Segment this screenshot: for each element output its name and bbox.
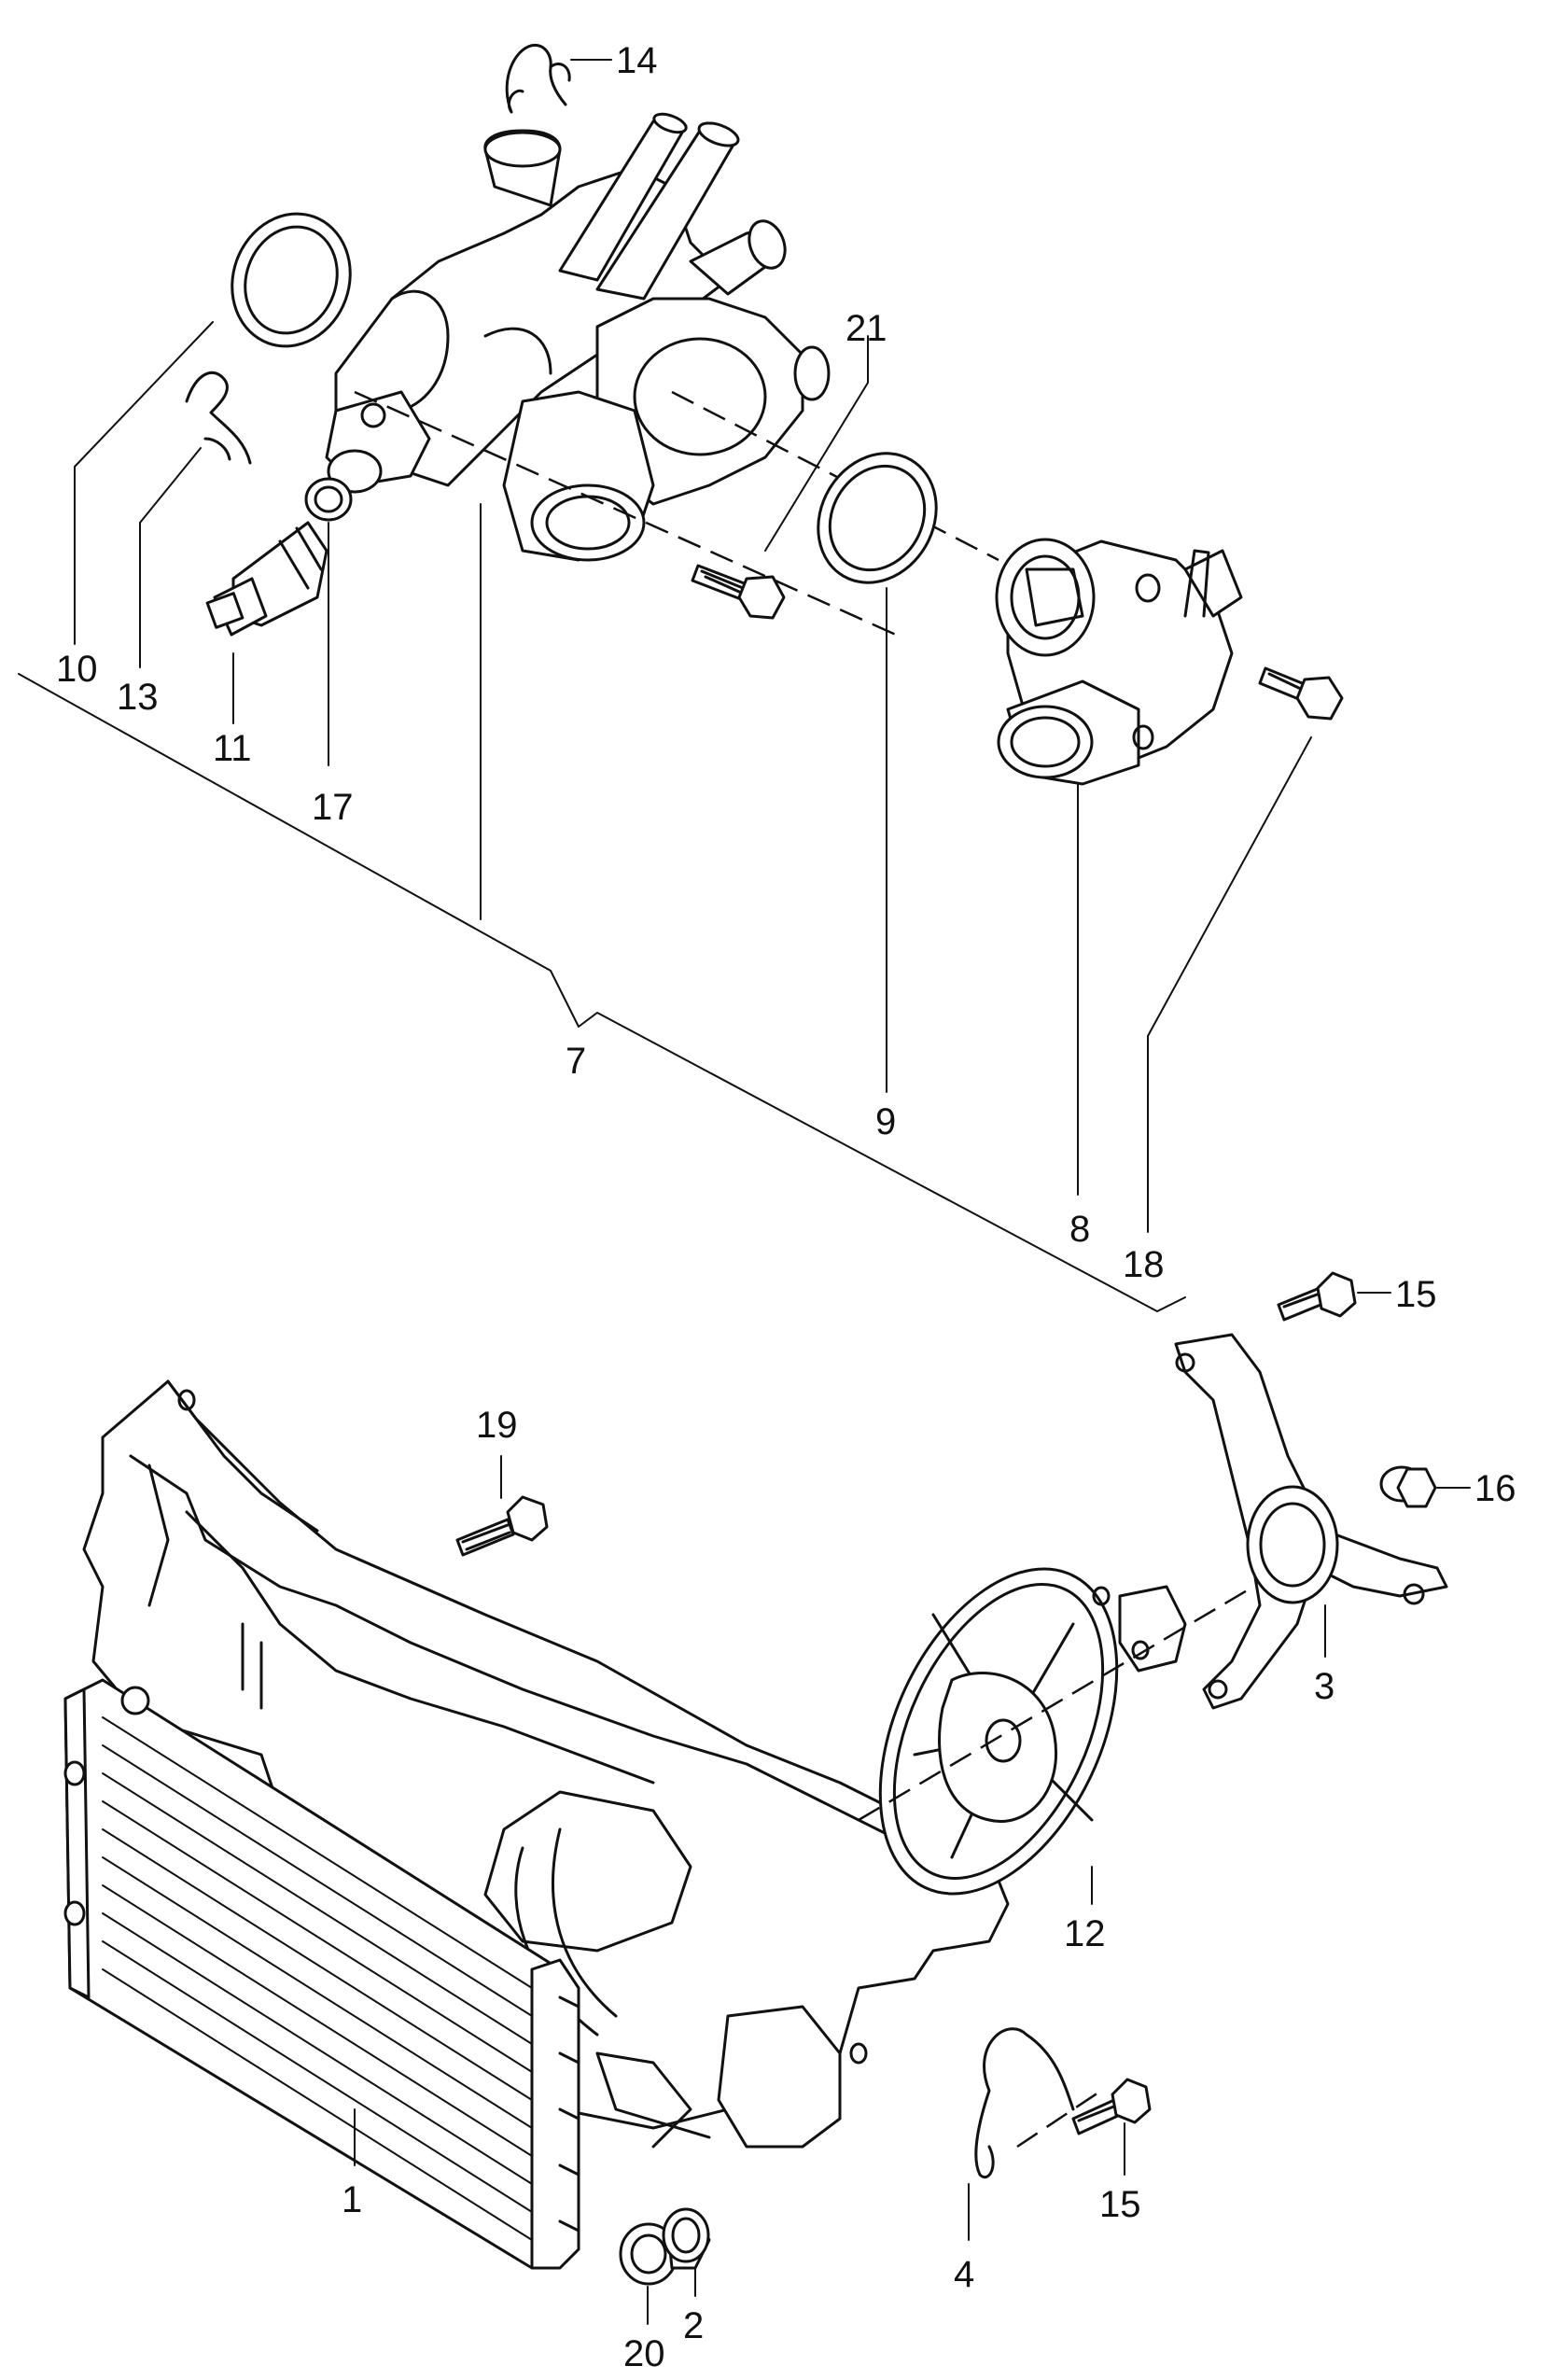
clip-13 [185,371,252,465]
front-carrier [82,1379,1010,2130]
label-11: 11 [213,728,252,769]
label-4: 4 [954,2254,974,2295]
bolt-15-lower [1071,2078,1152,2135]
label-15-lower: 15 [1099,2184,1141,2225]
label-18: 18 [1123,1244,1165,1285]
clip-14 [505,44,571,114]
bolt-19 [455,1495,549,1557]
label-19: 19 [476,1405,518,1446]
label-17: 17 [312,787,354,828]
label-2: 2 [683,2305,704,2346]
bolt-21 [691,564,786,620]
label-20: 20 [623,2333,665,2374]
label-10: 10 [56,649,98,690]
label-9: 9 [875,1101,896,1142]
drain-plug-2 [662,2207,711,2270]
fan-12 [878,1567,1187,1896]
label-13: 13 [117,677,159,718]
label-3: 3 [1314,1666,1334,1707]
coolant-flange-assembly [18,44,1344,1312]
seal-ring-17 [304,477,353,522]
label-15-upper: 15 [1395,1274,1437,1315]
label-8: 8 [1069,1209,1090,1250]
radiator-fan-assembly [63,1271,1471,2325]
label-14: 14 [616,40,658,81]
part-labels: 14 21 10 13 11 17 7 9 8 18 15 19 16 3 12… [56,40,1516,2374]
nut-16 [1379,1465,1437,1508]
label-21: 21 [845,308,887,349]
retaining-clip-4 [974,2027,1075,2178]
label-1: 1 [342,2179,362,2220]
o-ring-10 [231,212,352,348]
bolt-15-upper [1277,1271,1357,1322]
group-bracket-7 [18,673,1186,1312]
label-7: 7 [566,1041,586,1082]
o-ring-9 [817,452,938,584]
bolt-18 [1258,666,1344,721]
label-16: 16 [1474,1468,1516,1509]
radiator-fins [102,1716,533,2241]
label-12: 12 [1064,1913,1106,1954]
